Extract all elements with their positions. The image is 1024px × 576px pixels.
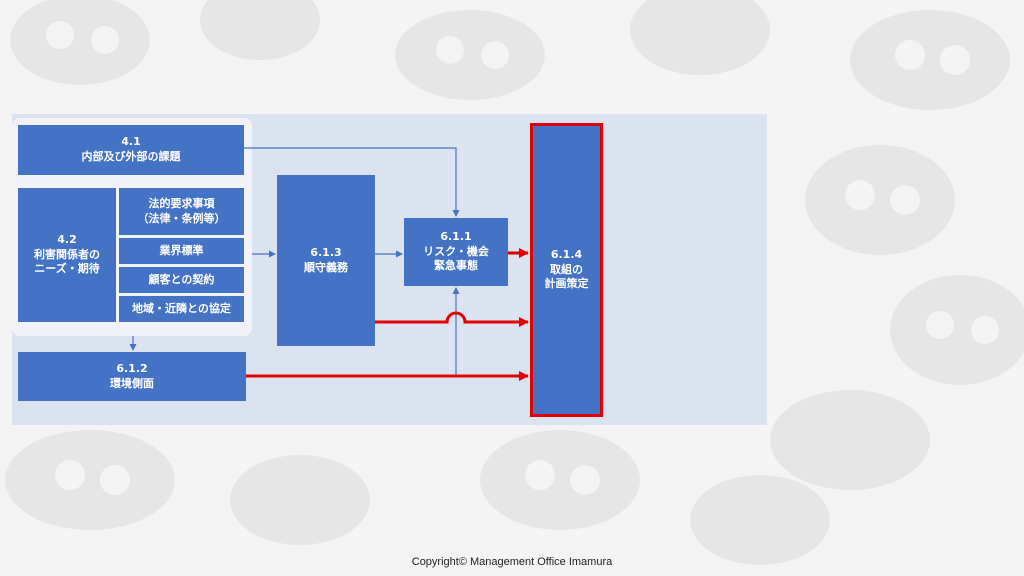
box-industry-standards: 業界標準 xyxy=(119,238,244,264)
box-6-1-3-compliance-obligations: 6.1.3 順守義務 xyxy=(277,175,375,346)
box-6-1-2-number: 6.1.2 xyxy=(116,361,148,375)
box-6-1-4-label-line1: 取組の xyxy=(550,262,583,276)
box-6-1-4-label-line2: 計画策定 xyxy=(544,277,589,291)
box-4-2-stakeholders: 4.2 利害関係者の ニーズ・期待 xyxy=(18,188,116,322)
box-6-1-1-risks-opportunities: 6.1.1 リスク・機会 緊急事態 xyxy=(404,218,508,286)
box-6-1-2-label: 環境側面 xyxy=(110,376,154,390)
customer-contracts-label: 顧客との契約 xyxy=(148,272,215,286)
box-4-1-issues: 4.1 内部及び外部の課題 xyxy=(18,125,244,175)
copyright-footer: Copyright© Management Office Imamura xyxy=(411,556,613,568)
box-6-1-2-environmental-aspects: 6.1.2 環境側面 xyxy=(18,352,246,401)
box-6-1-1-label-line1: リスク・機会 xyxy=(423,244,489,258)
box-6-1-3-label: 順守義務 xyxy=(304,260,348,274)
box-4-2-number: 4.2 xyxy=(57,232,77,246)
community-agreements-label: 地域・近隣との協定 xyxy=(132,301,231,315)
legal-requirements-line1: 法的要求事項 xyxy=(148,196,215,210)
box-community-agreements: 地域・近隣との協定 xyxy=(119,296,244,322)
box-customer-contracts: 顧客との契約 xyxy=(119,267,244,293)
box-6-1-1-number: 6.1.1 xyxy=(440,229,472,243)
box-4-2-label-line2: ニーズ・期待 xyxy=(34,262,100,276)
box-4-2-label-line1: 利害関係者の xyxy=(34,247,100,261)
box-legal-requirements: 法的要求事項 （法律・条例等） xyxy=(119,188,244,235)
industry-standards-label: 業界標準 xyxy=(159,243,204,257)
box-6-1-4-number: 6.1.4 xyxy=(550,247,583,261)
legal-requirements-line2: （法律・条例等） xyxy=(137,211,226,225)
box-4-1-label: 内部及び外部の課題 xyxy=(81,150,181,163)
box-6-1-3-number: 6.1.3 xyxy=(310,245,342,259)
box-4-1-number: 4.1 xyxy=(121,135,141,149)
box-6-1-4-planning-action: 6.1.4 取組の 計画策定 xyxy=(530,123,603,417)
box-6-1-1-label-line2: 緊急事態 xyxy=(434,259,478,273)
